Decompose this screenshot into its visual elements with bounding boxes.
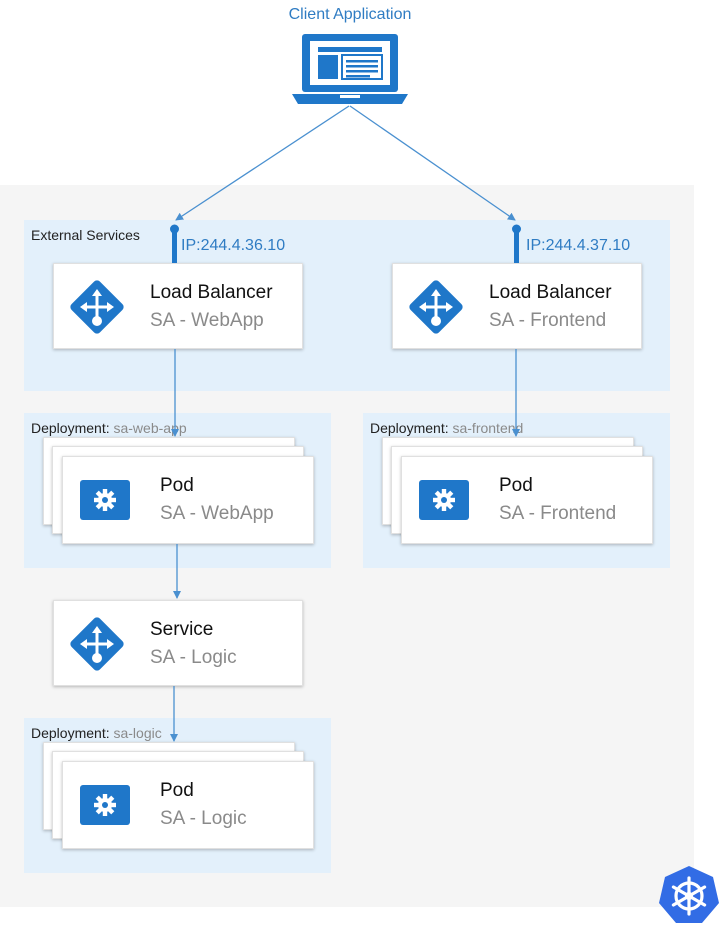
- pod-webapp-title: Pod: [160, 475, 194, 496]
- pod-webapp-card[interactable]: Pod SA - WebApp: [62, 456, 314, 544]
- kubernetes-logo-icon: [659, 866, 719, 923]
- gear-icon: [80, 480, 130, 520]
- load-balancer-webapp-card[interactable]: Load Balancer SA - WebApp: [53, 263, 303, 349]
- external-services-label: External Services: [31, 227, 140, 243]
- lb-right-ip: IP:244.4.37.10: [526, 237, 631, 254]
- service-icon: [70, 617, 124, 671]
- service-sub: SA - Logic: [150, 647, 237, 668]
- load-balancer-frontend-card[interactable]: Load Balancer SA - Frontend: [392, 263, 642, 349]
- pod-frontend-title: Pod: [499, 475, 533, 496]
- pod-frontend-sub: SA - Frontend: [499, 503, 617, 524]
- lb-left-sub: SA - WebApp: [150, 310, 264, 331]
- pod-frontend-card[interactable]: Pod SA - Frontend: [401, 456, 653, 544]
- gear-icon: [419, 480, 469, 520]
- lb-left-ip: IP:244.4.36.10: [181, 237, 286, 254]
- service-logic-card[interactable]: Service SA - Logic: [53, 600, 303, 686]
- deployment-webapp-label: Deployment: sa-web-app: [31, 420, 187, 436]
- lb-right-endpoint: [512, 224, 521, 263]
- laptop-icon: [292, 34, 408, 104]
- pod-logic-card[interactable]: Pod SA - Logic: [62, 761, 314, 849]
- gear-icon: [80, 785, 130, 825]
- lb-right-sub: SA - Frontend: [489, 310, 607, 331]
- lb-left-title: Load Balancer: [150, 282, 273, 303]
- client-label: Client Application: [288, 6, 412, 23]
- load-balancer-icon: [70, 280, 124, 334]
- arrow-client-to-lb-right: [349, 105, 516, 221]
- arrow-client-to-lb-left: [175, 105, 350, 221]
- load-balancer-icon: [409, 280, 463, 334]
- pod-webapp-sub: SA - WebApp: [160, 503, 274, 524]
- lb-right-title: Load Balancer: [489, 282, 612, 303]
- deployment-logic-label: Deployment: sa-logic: [31, 725, 162, 741]
- pod-logic-title: Pod: [160, 780, 194, 801]
- deployment-frontend-label: Deployment: sa-frontend: [370, 420, 524, 436]
- lb-left-endpoint: [170, 224, 179, 263]
- pod-logic-sub: SA - Logic: [160, 808, 247, 829]
- service-title: Service: [150, 619, 214, 640]
